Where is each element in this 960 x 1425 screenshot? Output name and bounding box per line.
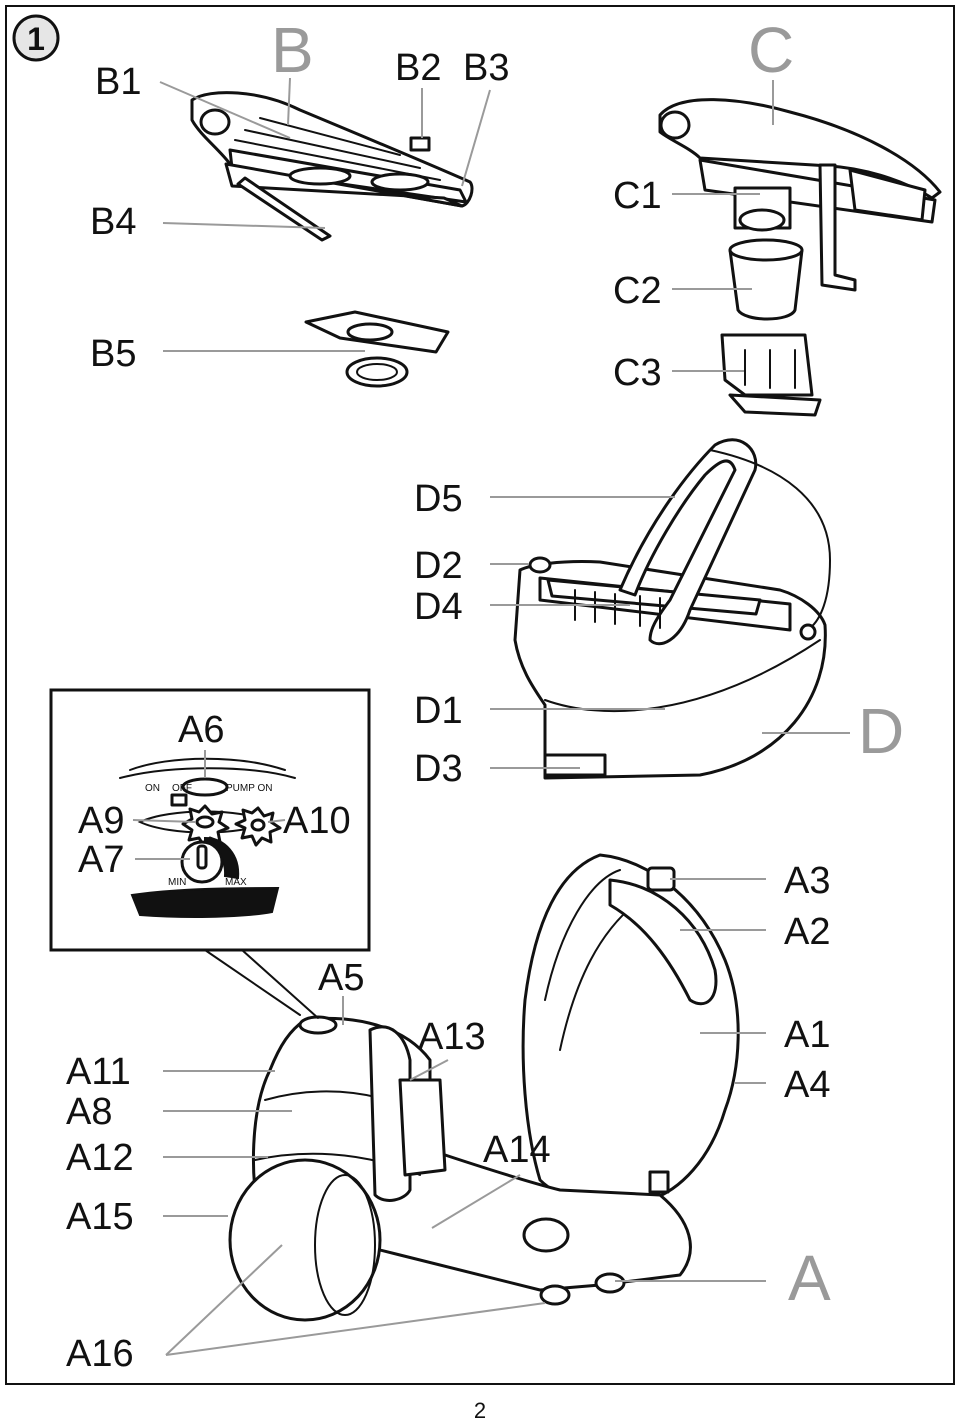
group-label-c: C xyxy=(748,14,794,86)
label-b2: B2 xyxy=(395,47,441,89)
label-a9: A9 xyxy=(78,800,124,842)
label-a6: A6 xyxy=(178,709,224,751)
page-frame xyxy=(5,5,955,1385)
label-a16: A16 xyxy=(66,1333,134,1375)
label-b5: B5 xyxy=(90,333,136,375)
label-a1: A1 xyxy=(784,1014,830,1056)
part-group-c xyxy=(658,98,942,417)
label-d4: D4 xyxy=(414,586,463,628)
leader-lines xyxy=(132,77,850,1356)
control-panel-inset: ON OFF PUMP ON MIN MAX xyxy=(49,688,371,1019)
label-a2: A2 xyxy=(784,911,830,953)
page-number: 2 xyxy=(473,1398,487,1423)
label-a12: A12 xyxy=(66,1137,134,1179)
group-label-d: D xyxy=(858,695,904,767)
control-off-label: OFF xyxy=(172,783,192,794)
control-max-label: MAX xyxy=(225,877,247,888)
label-d2: D2 xyxy=(414,545,463,587)
part-group-b xyxy=(190,91,474,388)
label-b3: B3 xyxy=(463,47,509,89)
control-min-label: MIN xyxy=(168,877,186,888)
label-c2: C2 xyxy=(613,270,662,312)
label-a13: A13 xyxy=(418,1016,486,1058)
figure-number: 1 xyxy=(27,21,45,57)
label-c3: C3 xyxy=(613,352,662,394)
label-c1: C1 xyxy=(613,175,662,217)
figure-number-badge: 1 xyxy=(12,14,60,62)
label-b1: B1 xyxy=(95,61,141,103)
label-a15: A15 xyxy=(66,1196,134,1238)
label-a7: A7 xyxy=(78,839,124,881)
label-b4: B4 xyxy=(90,201,136,243)
label-d3: D3 xyxy=(414,748,463,790)
part-group-d xyxy=(513,438,832,780)
label-a11: A11 xyxy=(66,1051,131,1093)
group-label-a: A xyxy=(788,1242,831,1314)
label-a5: A5 xyxy=(318,957,364,999)
label-a3: A3 xyxy=(784,860,830,902)
label-a4: A4 xyxy=(784,1064,830,1106)
group-label-b: B xyxy=(271,14,314,86)
part-group-a xyxy=(228,853,740,1322)
label-a10: A10 xyxy=(283,800,351,842)
label-d5: D5 xyxy=(414,478,463,520)
control-pump-on-label: PUMP ON xyxy=(226,783,273,794)
label-a8: A8 xyxy=(66,1091,112,1133)
control-on-label: ON xyxy=(145,783,160,794)
label-a14: A14 xyxy=(483,1129,551,1171)
label-d1: D1 xyxy=(414,690,463,732)
